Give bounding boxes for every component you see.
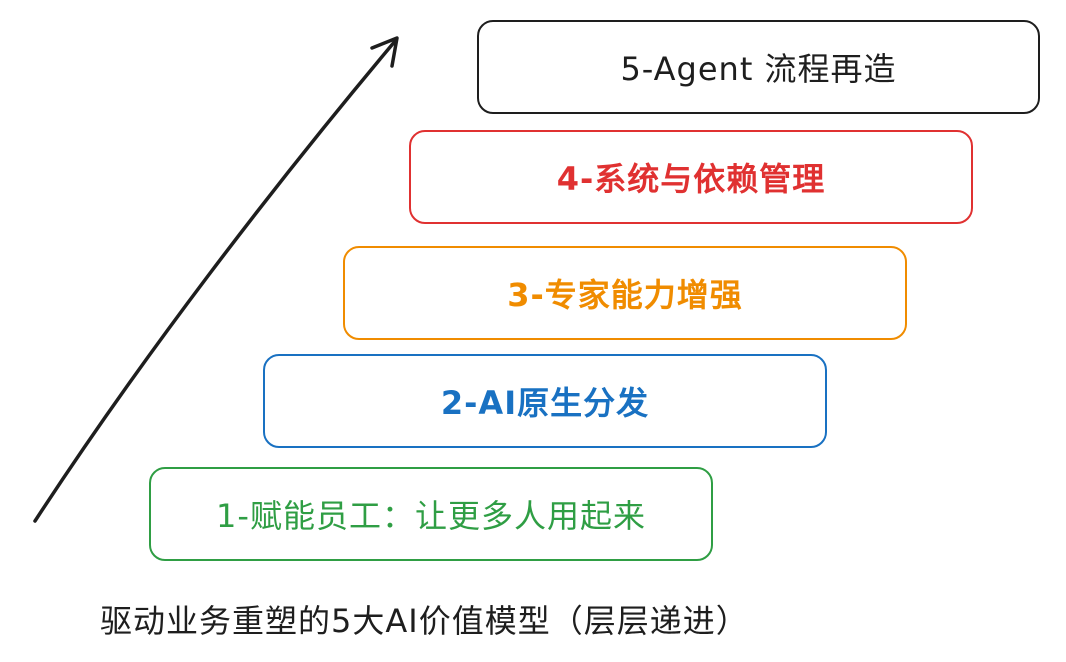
step-1-empower-employees: 1-赋能员工：让更多人用起来 (149, 467, 713, 561)
step-2-ai-native-distribution: 2-AI原生分发 (263, 354, 827, 448)
step-5-agent-process-reengineering: 5-Agent 流程再造 (477, 20, 1040, 114)
step-4-label: 4-系统与依赖管理 (556, 160, 826, 198)
step-5-label: 5-Agent 流程再造 (620, 50, 897, 88)
step-2-label: 2-AI原生分发 (440, 384, 650, 422)
step-3-expert-capability-enhancement: 3-专家能力增强 (343, 246, 907, 340)
diagram-caption: 驱动业务重塑的5大AI价值模型（层层递进） (100, 602, 749, 640)
step-1-label: 1-赋能员工：让更多人用起来 (216, 497, 646, 535)
step-4-system-dependency-management: 4-系统与依赖管理 (409, 130, 973, 224)
step-3-label: 3-专家能力增强 (507, 276, 743, 314)
